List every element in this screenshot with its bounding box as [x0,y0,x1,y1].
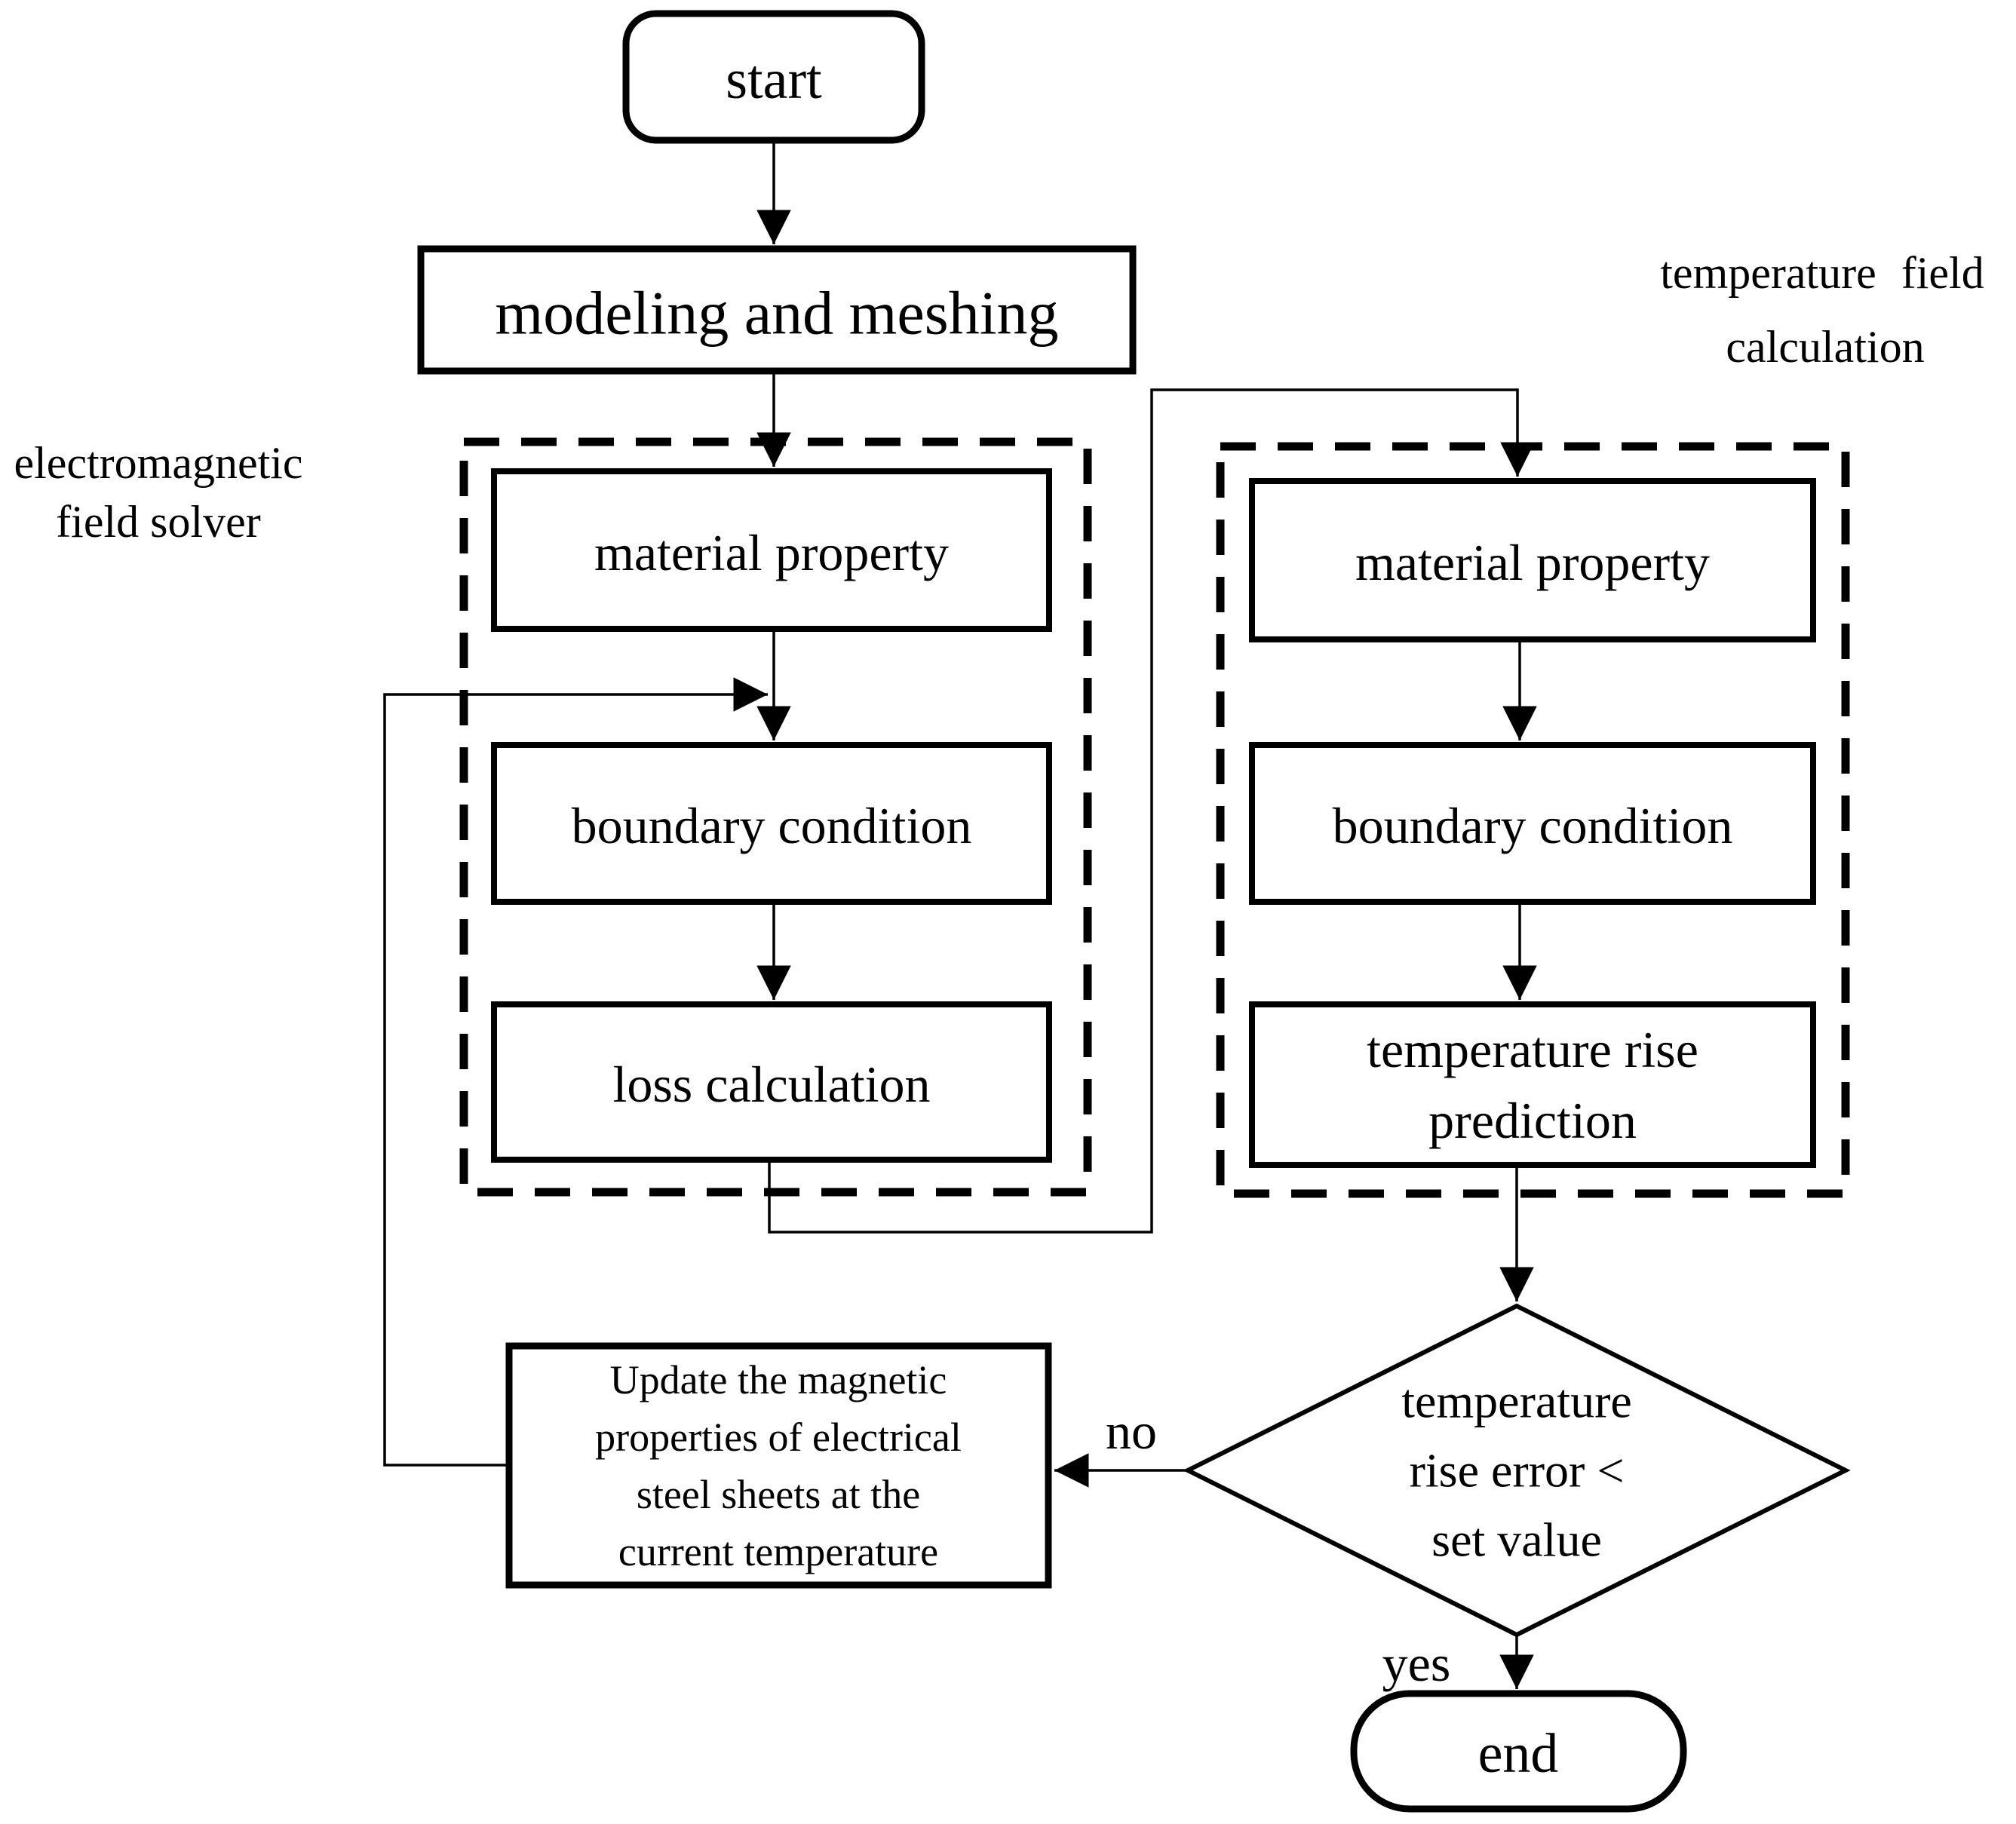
em-group-label-line2: field solver [56,497,261,547]
connector-em-loss-to-th-material [768,388,1535,1234]
em-loss-label: loss calculation [612,1056,930,1113]
th-rise-node [1249,1001,1816,1168]
update-label-line1: Update the magnetic [610,1357,947,1402]
em-loss-node [491,1001,1052,1163]
temp-group-label-line1: temperature field [1660,248,1984,298]
decision-label-line3: set value [1431,1513,1602,1567]
th-boundary-label: boundary condition [1333,797,1733,854]
edge-label-yes: yes [1382,1635,1451,1692]
th-material-node [1249,478,1816,642]
start-node [622,10,925,144]
update-label-line4: current temperature [618,1529,938,1574]
start-label: start [726,49,822,111]
th-rise-label-line1: temperature rise [1367,1021,1698,1078]
temp-group-label-line2: calculation [1726,322,1924,372]
em-boundary-label: boundary condition [572,797,972,854]
decision-label-line2: rise error < [1410,1444,1625,1498]
modeling-label: modeling and meshing [495,279,1058,348]
modeling-node [417,245,1137,375]
em-material-label: material property [594,524,949,581]
update-label-line3: steel sheets at the [637,1472,920,1517]
update-label-line2: properties of electrical [595,1415,962,1460]
th-rise-label-line2: prediction [1428,1092,1637,1149]
end-label: end [1478,1723,1559,1785]
decision-label-line1: temperature [1401,1375,1632,1428]
end-node [1350,1690,1687,1813]
decision-node [1183,1303,1851,1638]
temp-calc-group-frame [1216,442,1850,1198]
th-boundary-node [1249,742,1816,905]
em-solver-group-frame [459,437,1092,1197]
em-group-label-line1: electromagnetic [14,438,302,488]
em-boundary-node [491,742,1052,905]
update-node [505,1342,1052,1589]
em-material-node [491,468,1052,632]
connector-update-loopback [383,677,768,1467]
edge-label-no: no [1106,1402,1157,1460]
th-material-label: material property [1355,534,1710,591]
